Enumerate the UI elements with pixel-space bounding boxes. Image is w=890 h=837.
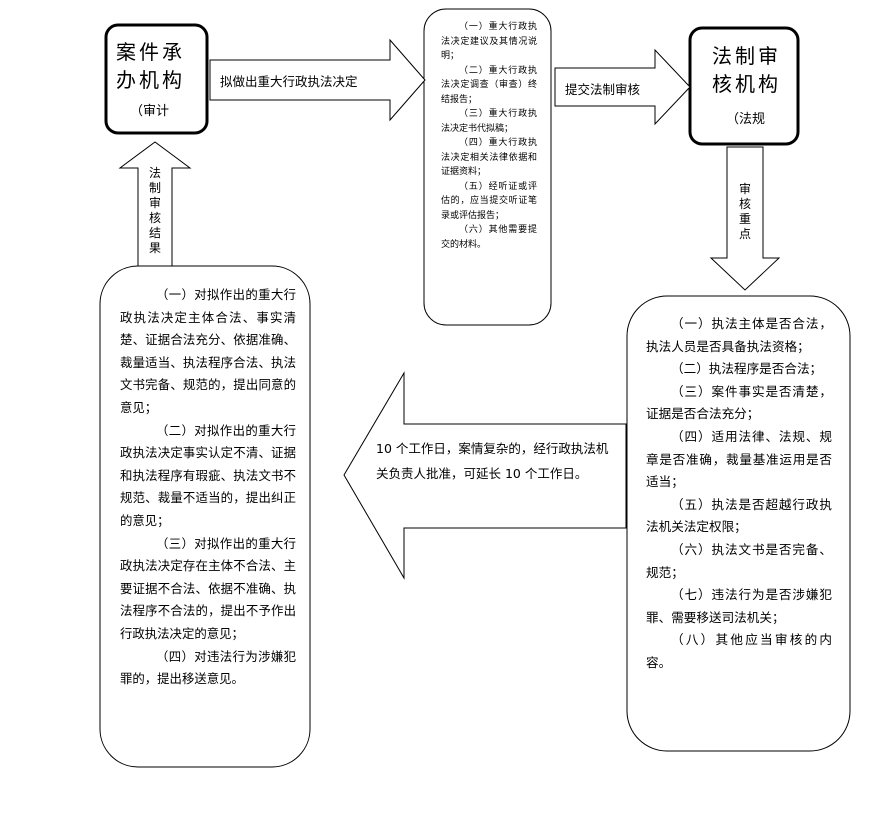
draft-arrow [209, 38, 426, 122]
review-unit-box [688, 26, 800, 146]
list-item: （三）重大行政执法决定书代拟稿； [441, 109, 537, 134]
list-item: （三）案件事实是否清楚，证据是否合法充分； [646, 383, 832, 422]
list-item: （二）对拟作出的重大行政执法决定事实认定不清、证据和执法程序有瑕疵、执法文书不规… [120, 422, 296, 528]
submit-arrow [554, 48, 691, 126]
list-item: （八）其他应当审核的内容。 [646, 632, 832, 670]
list-item: （三）对拟作出的重大行政执法决定存在主体不合法、主要证据不合法、依据不准确、执法… [120, 535, 296, 641]
focus-arrow-label: 审核重点 [738, 182, 751, 241]
list-item: （一）对拟作出的重大行政执法决定主体合法、事实清楚、证据合法充分、依据准确、裁量… [120, 287, 296, 415]
list-item: （七）违法行为是否涉嫌犯罪、需要移送司法机关； [646, 587, 832, 625]
list-item: （五）执法是否超越行政执法机关法定权限； [646, 496, 832, 535]
list-item: （四）对违法行为涉嫌犯罪的，提出移送意见。 [120, 648, 296, 687]
list-item: （四）重大行政执法决定相关法律依据和证据资料； [441, 138, 537, 177]
draft-arrow-label: 拟做出重大行政执法决定 [220, 74, 358, 89]
review-unit-title: 法制审核机构 [712, 44, 781, 96]
list-item: （一）重大行政执法决定建议及其情况说明； [441, 22, 537, 61]
list-item: （二）执法程序是否合法； [671, 361, 823, 377]
list-item: （六）执法文书是否完备、规范； [646, 541, 832, 580]
materials-box [423, 8, 552, 326]
opinions-box [99, 265, 311, 768]
submit-arrow-label: 提交法制审核 [565, 82, 641, 97]
case-unit-box [104, 23, 209, 135]
list-item: （六）其他需要提交的材料。 [441, 225, 537, 250]
review-unit-subtitle: （法规 [726, 112, 766, 127]
list-item: （一）执法主体是否合法，执法人员是否具备执法资格； [646, 316, 832, 354]
review-points-box [626, 295, 851, 752]
list-item: （四）适用法律、法规、规章是否准确，裁量基准运用是否适当； [646, 428, 832, 490]
result-arrow [118, 141, 192, 267]
result-arrow-label: 法制审核结果 [148, 166, 161, 255]
review-points-list: （一）执法主体是否合法，执法人员是否具备执法资格； （二）执法程序是否合法； （… [646, 313, 832, 675]
case-unit-subtitle: （审计 [130, 104, 170, 119]
list-item: （二）重大行政执法决定调查（审查）终结报告； [441, 65, 537, 105]
materials-list: （一）重大行政执法决定建议及其情况说明； （二）重大行政执法决定调查（审查）终结… [441, 20, 537, 252]
case-unit-title: 案件承办机构 [116, 40, 185, 92]
opinions-list: （一）对拟作出的重大行政执法决定主体合法、事实清楚、证据合法充分、依据准确、裁量… [120, 284, 296, 691]
focus-arrow [709, 146, 781, 291]
list-item: （五）经听证或评估的，应当提交听证笔录或评估报告； [441, 181, 537, 221]
deadline-arrow-label: 10 个工作日，案情复杂的，经行政执法机关负责人批准，可延长 10 个工作日。 [376, 441, 609, 481]
deadline-arrow [343, 371, 627, 580]
